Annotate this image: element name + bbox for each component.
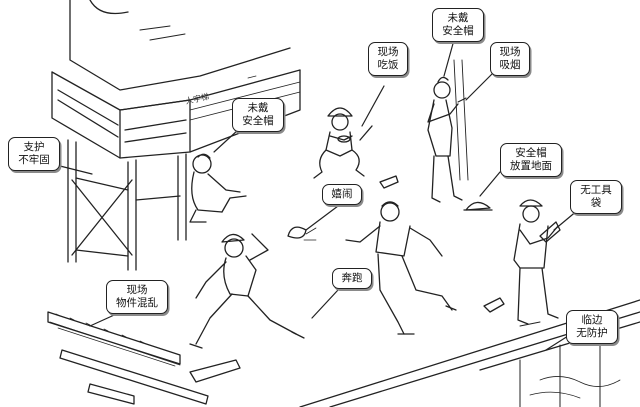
worker-no-tool-bag [513,199,561,325]
callout-no-helmet-top: 未戴 安全帽 [432,8,484,42]
callout-no-tool-bag: 无工具 袋 [570,180,622,214]
scattered-tools [379,175,541,327]
worker-smoking-no-helmet [427,59,469,203]
callout-horseplay: 嬉闹 [322,184,362,205]
callout-materials-messy: 现场 物件混乱 [106,280,168,314]
helmet-flying [287,226,317,241]
callout-edge-unprotected: 临边 无防护 [566,310,618,344]
callout-smoking-onsite: 现场 吸烟 [490,42,530,76]
worker-crouching-no-helmet [189,153,247,223]
structure-marking: 人字梯 [184,91,210,106]
worker-running-left [189,233,305,349]
raised-structure [51,0,301,159]
callout-no-helmet-left: 未戴 安全帽 [232,98,284,132]
helmet-on-ground [463,201,493,211]
worker-eating [313,107,373,179]
callout-helmet-on-ground: 安全帽 放置地面 [500,143,562,177]
scaffold-supports [67,139,187,271]
messy-materials [47,311,241,405]
worker-horseplay [345,201,457,335]
callout-support-unstable: 支护 不牢固 [8,137,60,171]
callout-running: 奔跑 [332,268,372,289]
callout-eating-onsite: 现场 吃饭 [368,42,408,76]
